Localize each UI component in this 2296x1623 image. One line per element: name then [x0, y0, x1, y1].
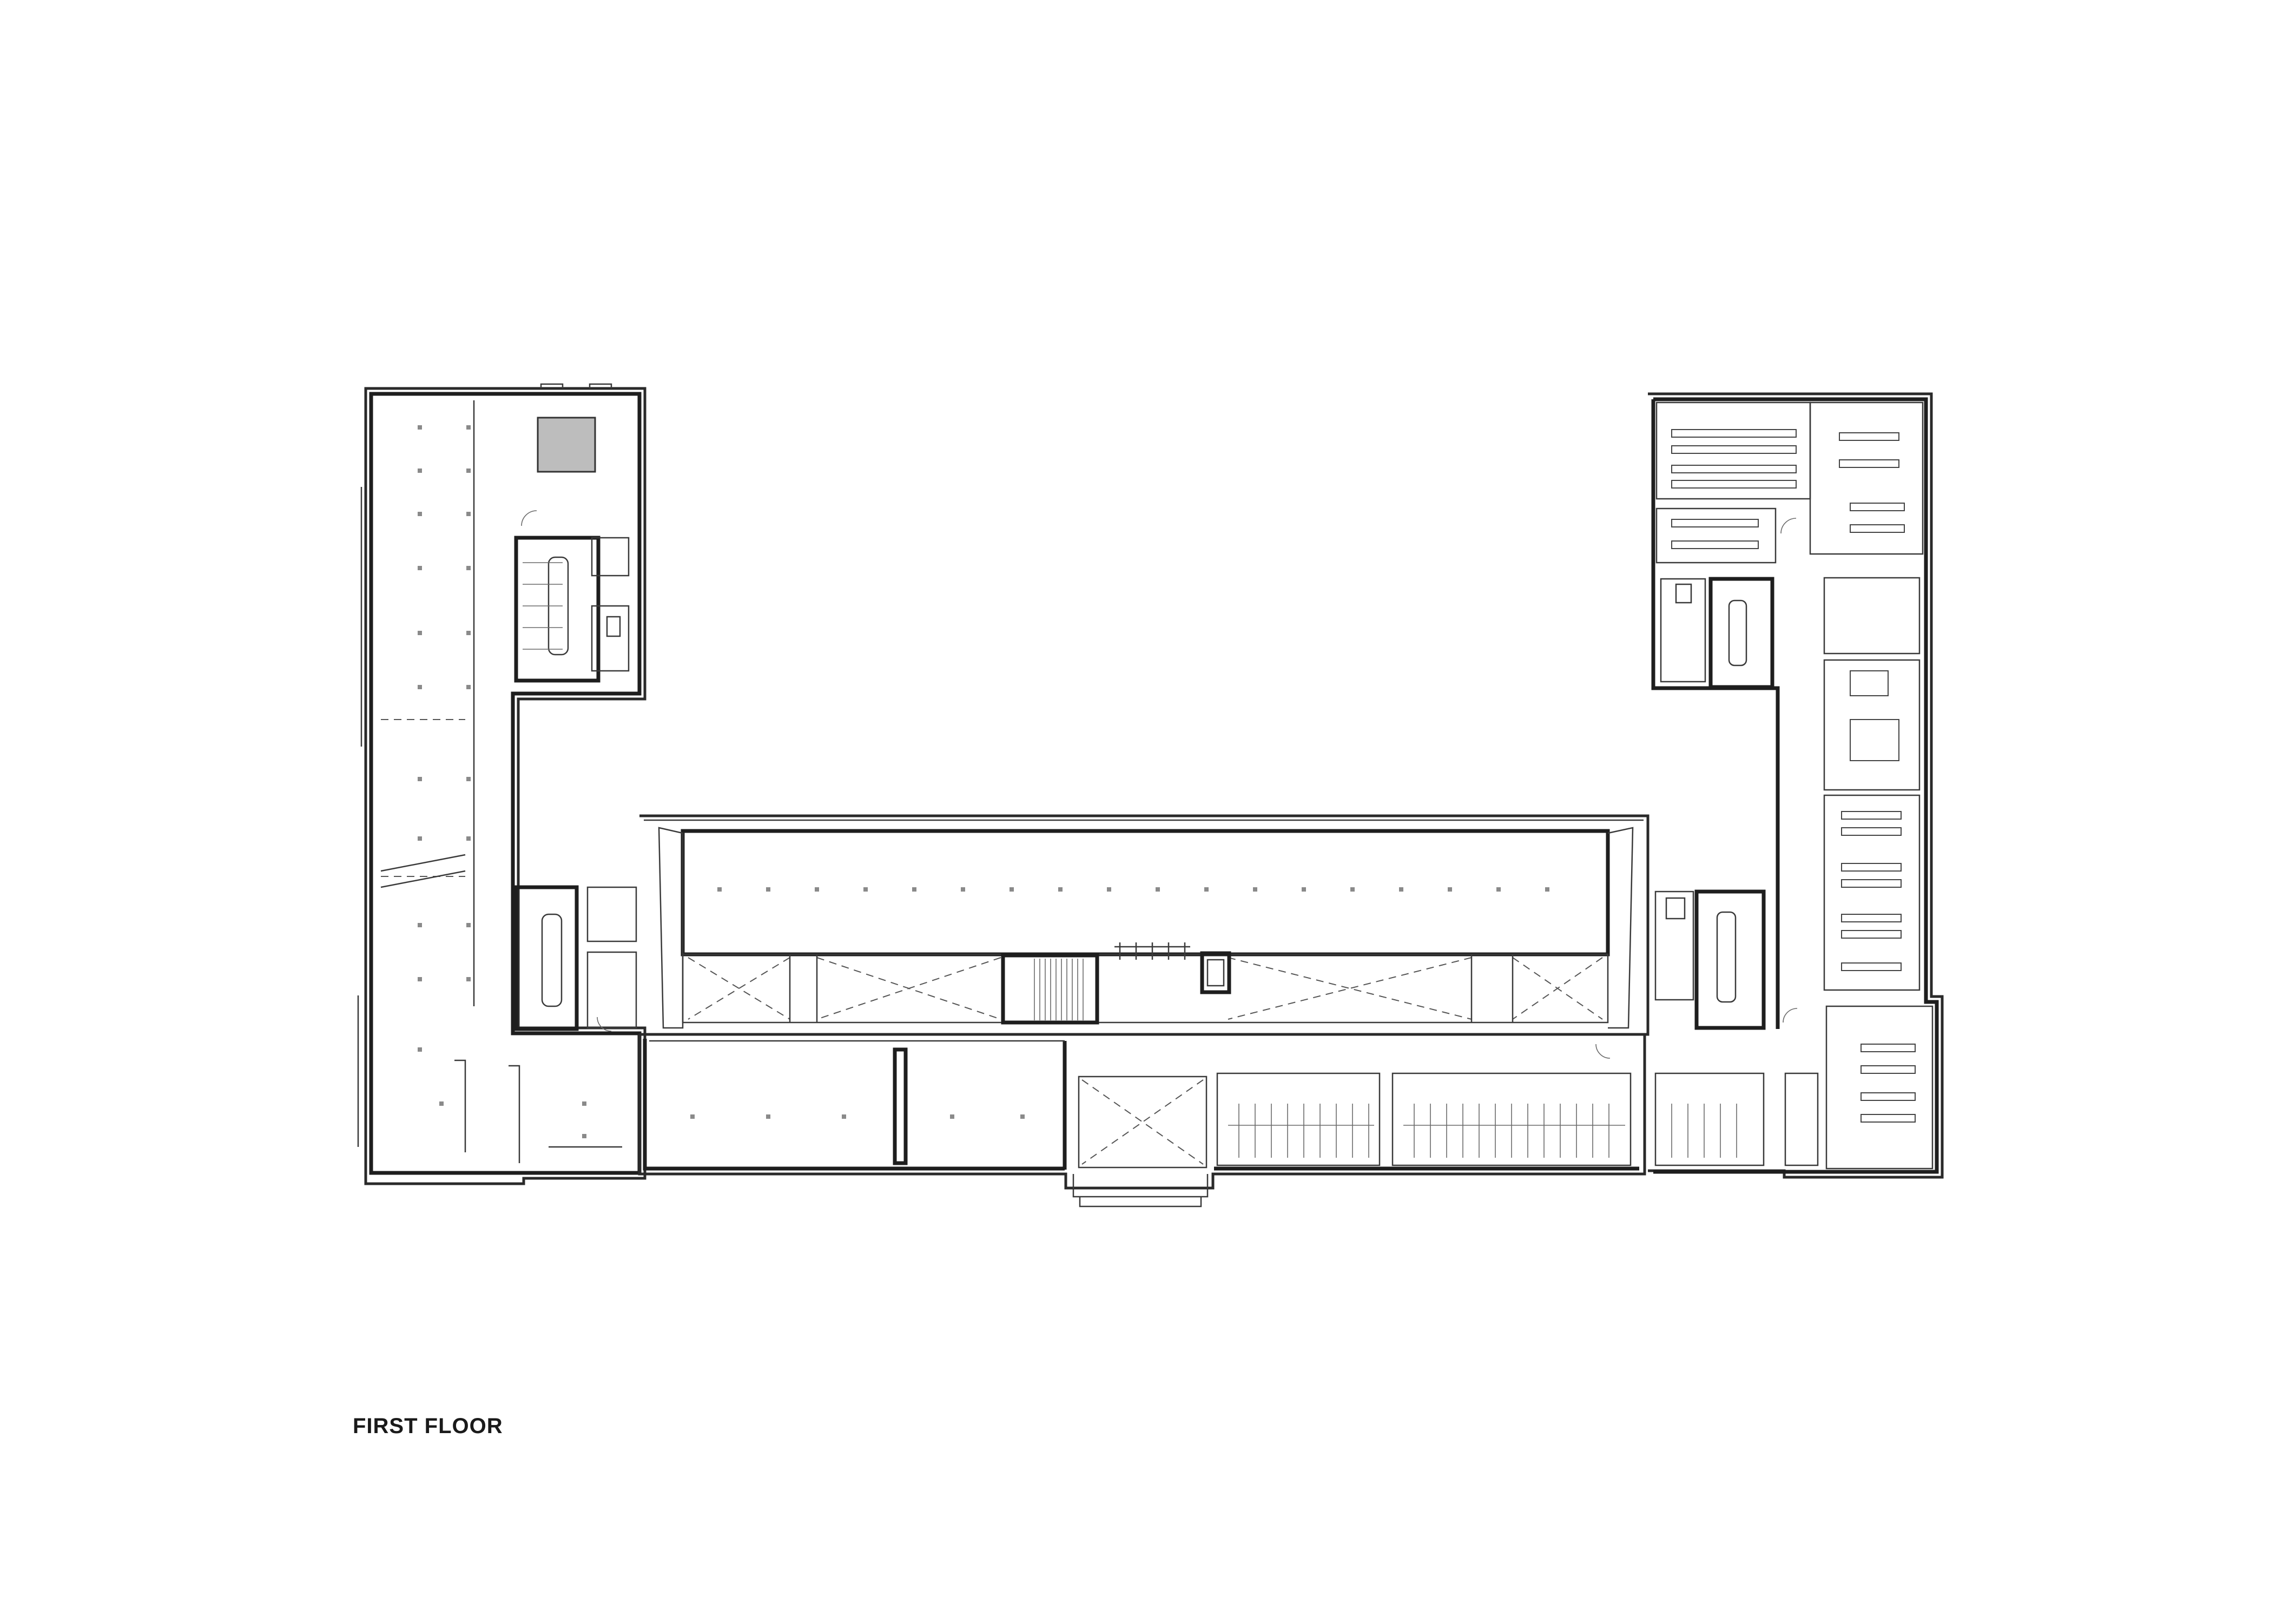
west-columns [418, 425, 586, 1138]
south-desks [1216, 1072, 1632, 1166]
east-office-desks [1671, 429, 1905, 549]
east-wing [1648, 392, 1944, 1179]
central-stair [1001, 953, 1099, 1025]
east-desk-rows [1841, 811, 1916, 1123]
atrium [681, 829, 1610, 956]
door-swings [521, 510, 1798, 1059]
central-block [638, 814, 1650, 1208]
atrium-columns [717, 887, 1549, 892]
shaft-void [537, 417, 596, 473]
drawing-title: FIRST FLOOR [353, 1414, 503, 1438]
west-wing [357, 383, 646, 1185]
